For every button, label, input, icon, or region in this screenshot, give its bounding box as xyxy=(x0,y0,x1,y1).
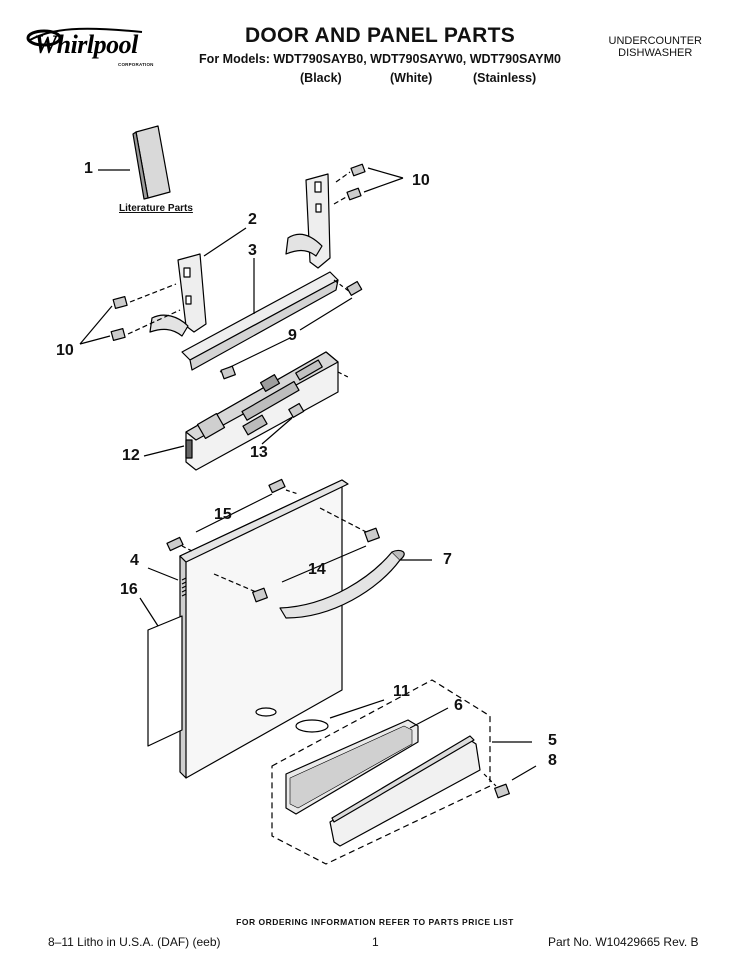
finish-black: (Black) xyxy=(300,71,342,85)
callout-5: 5 xyxy=(548,732,557,749)
callout-4: 4 xyxy=(130,552,139,569)
part-top-screws xyxy=(166,478,299,553)
callout-2: 2 xyxy=(248,211,257,228)
part-door-panel xyxy=(147,479,349,779)
brand-sub: CORPORATION xyxy=(118,62,154,67)
brand-name: Whirlpool xyxy=(34,30,138,59)
part-lower-assembly xyxy=(271,679,537,865)
product-category: UNDERCOUNTER DISHWASHER xyxy=(609,35,703,59)
ordering-note: FOR ORDERING INFORMATION REFER TO PARTS … xyxy=(236,917,514,927)
literature-parts-label: Literature Parts xyxy=(119,203,193,214)
model-list: For Models: WDT790SAYB0, WDT790SAYW0, WD… xyxy=(199,52,561,66)
callout-16: 16 xyxy=(120,581,138,598)
litho-info: 8–11 Litho in U.S.A. (DAF) (eeb) xyxy=(48,935,221,949)
finish-white: (White) xyxy=(390,71,433,85)
part-number: Part No. W10429665 Rev. B xyxy=(548,935,699,949)
category-line-1: UNDERCOUNTER xyxy=(608,35,703,47)
part-literature-booklet xyxy=(98,125,171,200)
callout-12: 12 xyxy=(122,447,140,464)
part-top-right-bracket xyxy=(285,163,404,269)
logo-swoosh-icon xyxy=(26,27,143,47)
callout-8: 8 xyxy=(548,752,557,769)
callout-1: 1 xyxy=(84,160,93,177)
part-insulation-sheet xyxy=(139,597,183,747)
callout-10-left: 10 xyxy=(56,342,74,359)
callout-9: 9 xyxy=(288,327,297,344)
callout-14: 14 xyxy=(308,561,326,578)
part-top-trim-rail xyxy=(181,258,363,380)
page-number: 1 xyxy=(372,935,379,949)
callout-3: 3 xyxy=(248,242,257,259)
part-left-bracket xyxy=(79,227,247,345)
callout-6: 6 xyxy=(454,697,463,714)
callout-11: 11 xyxy=(393,683,410,700)
callout-7: 7 xyxy=(443,551,452,568)
part-handle-assembly xyxy=(213,507,432,619)
category-line-2: DISHWASHER xyxy=(618,47,693,59)
finish-stainless: (Stainless) xyxy=(473,71,537,85)
callout-10-top: 10 xyxy=(412,172,430,189)
door-vent-slots xyxy=(181,577,187,597)
part-control-housing xyxy=(143,351,351,471)
page-title: DOOR AND PANEL PARTS xyxy=(244,24,516,47)
callout-13: 13 xyxy=(250,444,268,461)
callout-15: 15 xyxy=(214,506,232,523)
brand-logo xyxy=(22,22,172,74)
